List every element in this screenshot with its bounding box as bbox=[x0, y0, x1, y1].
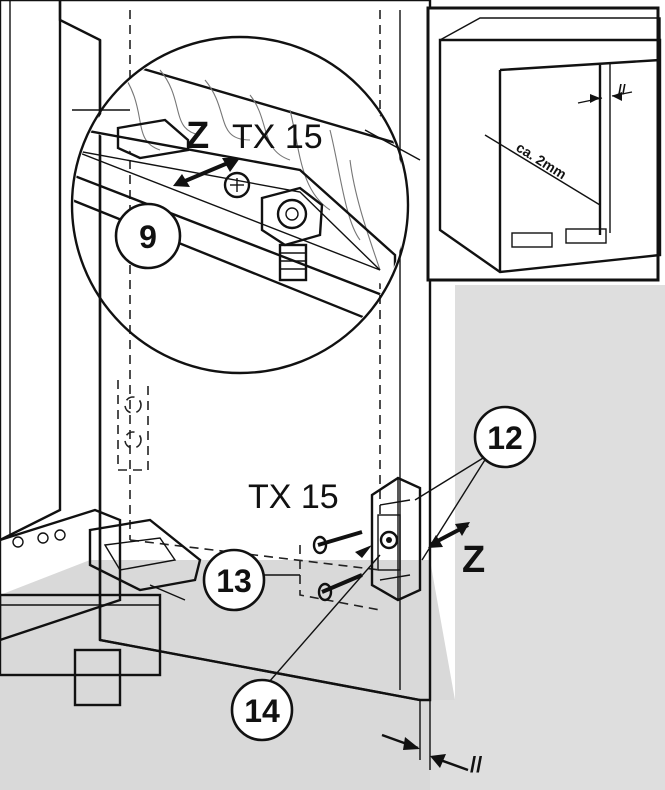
parallel-label-bottom: // bbox=[470, 752, 482, 777]
callout-9: 9 bbox=[114, 202, 182, 270]
tx15-label-bottom: TX 15 bbox=[248, 478, 339, 516]
tx15-label-top: TX 15 bbox=[232, 118, 323, 156]
bottom-hinge-bracket bbox=[88, 518, 202, 601]
callout-13: 13 bbox=[202, 548, 266, 612]
svg-text:9: 9 bbox=[139, 219, 157, 255]
inset-cabinet-view bbox=[426, 6, 662, 282]
leader-lines bbox=[222, 454, 489, 691]
svg-text:13: 13 bbox=[216, 563, 252, 599]
arrow-screw-14 bbox=[355, 545, 372, 558]
callout-12: 12 bbox=[473, 405, 537, 469]
callout-14: 14 bbox=[230, 678, 294, 742]
screw-lower bbox=[317, 573, 363, 602]
top-hinge-ghost bbox=[117, 380, 149, 471]
door-bracket bbox=[370, 476, 422, 602]
gap-arrows-bottom bbox=[381, 700, 469, 772]
right-wall-area bbox=[430, 285, 665, 790]
screw-upper bbox=[312, 530, 363, 555]
svg-text:12: 12 bbox=[487, 420, 523, 456]
parallel-label-inset: // bbox=[618, 81, 626, 97]
z-label-top: Z bbox=[186, 115, 209, 157]
left-cabinet bbox=[0, 0, 162, 707]
z-label-bottom: Z bbox=[462, 539, 485, 581]
svg-text:14: 14 bbox=[244, 693, 280, 729]
